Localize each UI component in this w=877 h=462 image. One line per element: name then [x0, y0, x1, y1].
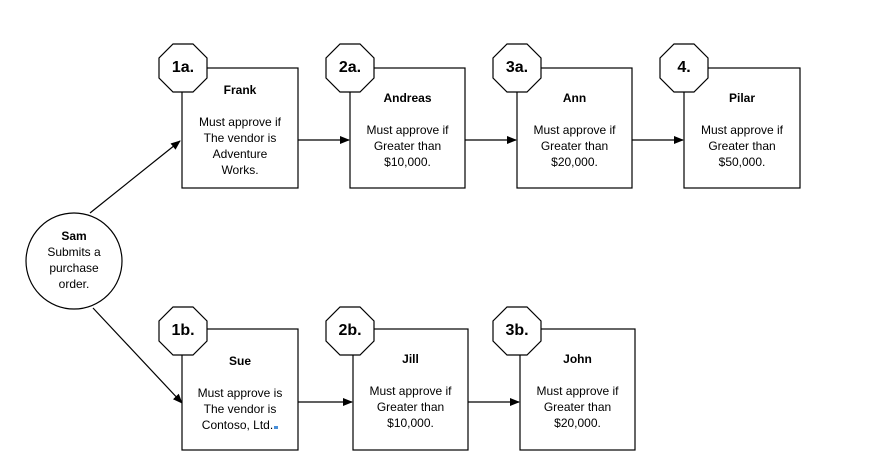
- step-text-ann: Must approve if Greater than $20,000.: [533, 123, 616, 169]
- step-box-pilar: [683, 67, 801, 189]
- step-box-sue: [181, 328, 299, 451]
- step-name-john: John: [563, 352, 592, 366]
- badge-octagon-frank: [158, 43, 208, 93]
- badge-octagon-john: [492, 306, 542, 356]
- badge-octagon-sue: [158, 306, 208, 356]
- badge-label-jill: 2b.: [338, 322, 362, 339]
- step-name-sue: Sue: [228, 354, 251, 368]
- step-text-john: Must approve if Greater than $20,000.: [536, 384, 619, 430]
- step-box-jill: [352, 328, 469, 451]
- step-box-andreas: [349, 67, 466, 189]
- step-box-frank: [181, 67, 299, 189]
- start-node-text: Submits a purchase order.: [47, 245, 101, 291]
- step-text-jill: Must approve if Greater than $10,000.: [369, 384, 452, 430]
- text-cursor-marker: [274, 426, 279, 429]
- arrow-sam-to-sue: [92, 307, 183, 404]
- step-name-pilar: Pilar: [728, 91, 755, 105]
- badge-label-sue: 1b.: [171, 322, 195, 339]
- start-node-circle: [25, 212, 123, 310]
- connectors: [89, 136, 684, 406]
- badge-label-john: 3b.: [505, 322, 529, 339]
- step-text-andreas: Must approve if Greater than $10,000.: [366, 123, 449, 169]
- badge-octagon-ann: [492, 43, 542, 93]
- step-badges: [158, 43, 709, 356]
- start-node: Sam Submits a purchase order.: [30, 228, 118, 292]
- step-text-pilar: Must approve if Greater than $50,000.: [700, 123, 784, 169]
- step-boxes: [181, 67, 801, 451]
- badge-octagon-pilar: [659, 43, 709, 93]
- badge-label-ann: 3a.: [505, 59, 529, 76]
- step-name-ann: Ann: [562, 91, 587, 105]
- badge-label-frank: 1a.: [171, 59, 195, 76]
- step-name-jill: Jill: [402, 352, 419, 366]
- step-text-sue: Must approve is The vendor is Contoso, L…: [197, 386, 283, 432]
- step-name-andreas: Andreas: [383, 91, 432, 105]
- step-text-frank: Must approve if The vendor is Adventure …: [198, 115, 282, 177]
- start-node-name: Sam: [61, 229, 87, 243]
- step-text-sue-wrap: Must approve is The vendor is Contoso, L…: [182, 385, 298, 433]
- step-box-john: [519, 328, 636, 451]
- badge-label-pilar: 4.: [677, 59, 691, 76]
- badge-octagon-jill: [325, 306, 375, 356]
- step-name-frank: Frank: [223, 83, 257, 97]
- badge-octagon-andreas: [325, 43, 375, 93]
- step-box-ann: [516, 67, 633, 189]
- arrow-sam-to-frank: [89, 140, 181, 214]
- badge-label-andreas: 2a.: [338, 59, 362, 76]
